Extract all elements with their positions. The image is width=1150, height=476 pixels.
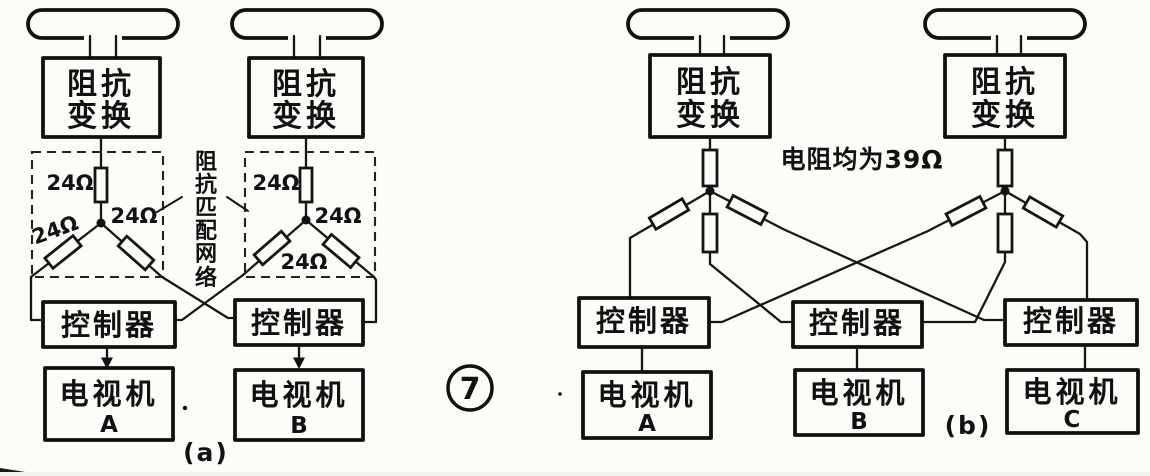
matching-char: 网 (195, 242, 217, 267)
resistor (298, 166, 314, 204)
resistor (116, 234, 156, 272)
star-network-left (628, 135, 1007, 324)
junction-node (705, 186, 715, 196)
matching-char: 配 (195, 219, 217, 244)
resistor-label: 24Ω (280, 250, 327, 274)
leader-line (156, 196, 183, 213)
tv-label: 电视机 (1022, 375, 1121, 409)
caption-b: (b) (945, 411, 992, 440)
resistor (321, 232, 361, 270)
tv-box: 电视机 B (793, 368, 925, 437)
tv-label: 电视机 (597, 378, 696, 412)
junction-node (301, 215, 311, 225)
resistor (725, 193, 769, 227)
resistor (944, 194, 988, 228)
leader-line (226, 196, 249, 212)
resistor (701, 212, 719, 254)
resistor (996, 148, 1014, 188)
tv-label: 电视机 (809, 376, 908, 410)
tv-box: 电视机 B (233, 368, 365, 442)
resistor (252, 229, 292, 267)
resistor-label: 24Ω (314, 204, 361, 228)
resistor (701, 148, 719, 188)
controller-label: 控制器 (61, 308, 157, 342)
figure-number-badge: 7 (446, 364, 494, 412)
resistor (647, 196, 691, 232)
diagram-b: 阻抗 变换 阻抗 变换 电阻均为39Ω (577, 8, 1140, 440)
controller-box: 控制器 (41, 300, 177, 349)
figure-number: 7 (460, 372, 481, 407)
folded-dipole-antenna-icon (230, 8, 384, 60)
impedance-transform-box: 阻抗 变换 (41, 56, 162, 139)
wire (361, 275, 378, 324)
matching-network-dashed-box (30, 150, 165, 279)
impedance-label-line2: 变换 (272, 99, 340, 134)
impedance-label-line2: 变换 (676, 98, 744, 133)
wiring-a (29, 273, 378, 324)
wire (708, 250, 795, 324)
impedance-transform-box: 阻抗 变换 (247, 56, 365, 139)
controller-label: 控制器 (809, 306, 905, 340)
down-arrow-icon (293, 343, 305, 369)
tv-label: 电视机 (59, 377, 158, 411)
scan-artifacts (0, 392, 1150, 476)
resistor-label: 24Ω (46, 171, 93, 195)
tv-letter: B (290, 413, 308, 439)
controller-box: 控制器 (791, 300, 924, 349)
wire (160, 275, 237, 320)
controller-label: 控制器 (596, 304, 692, 338)
wire (920, 250, 1007, 324)
impedance-label-line1: 阻抗 (676, 65, 744, 100)
matching-char: 阻 (195, 150, 217, 175)
star-network-b: 24Ω 24Ω 24Ω (241, 135, 376, 279)
controller-box: 控制器 (233, 298, 365, 347)
tv-letter: A (638, 411, 656, 437)
controller-box: 控制器 (1003, 298, 1139, 347)
folded-dipole-antenna-icon (26, 8, 180, 60)
impedance-label-line1: 阻抗 (971, 65, 1039, 100)
tv-box: 电视机 A (581, 370, 713, 440)
resistor-label: 24Ω (110, 204, 157, 228)
resistor (1021, 194, 1065, 230)
matching-char: 匹 (195, 196, 217, 221)
tv-letter: B (850, 409, 868, 435)
impedance-transform-box: 阻抗 变换 (648, 53, 772, 139)
resistor (93, 166, 109, 204)
tv-letter: A (100, 412, 118, 438)
controller-label: 控制器 (251, 306, 347, 340)
folded-dipole-antenna-icon (923, 8, 1087, 57)
wire (29, 275, 45, 322)
impedance-label-line1: 阻抗 (67, 67, 135, 102)
impedance-label-line2: 变换 (67, 99, 135, 134)
impedance-label-line1: 阻抗 (272, 67, 340, 102)
down-arrow-icon (101, 345, 113, 369)
resistor (42, 233, 84, 271)
matching-network-dashed-box (243, 150, 377, 279)
resistor-label: 24Ω (252, 171, 299, 195)
star-network-right (707, 135, 1089, 324)
impedance-label-line2: 变换 (971, 98, 1039, 133)
matching-char: 络 (195, 265, 217, 291)
tv-box: 电视机 A (43, 366, 175, 442)
tv-label: 电视机 (249, 378, 348, 412)
wire (173, 273, 245, 322)
folded-dipole-antenna-icon (626, 8, 790, 57)
junction-node (96, 218, 106, 228)
controller-label: 控制器 (1023, 304, 1119, 338)
resistor (996, 212, 1014, 254)
impedance-transform-box: 阻抗 变换 (943, 53, 1067, 139)
resistance-note: 电阻均为39Ω (780, 145, 943, 174)
diagram-a: 阻抗 变换 24Ω 24Ω 24Ω 阻抗 变换 (26, 8, 384, 467)
matching-network-label: 阻 抗 匹 配 网 络 (156, 150, 249, 291)
tv-letter: C (1064, 407, 1081, 433)
matching-char: 抗 (195, 172, 217, 198)
junction-node (1000, 186, 1010, 196)
tv-box: 电视机 C (1005, 368, 1140, 435)
star-network-a: 24Ω 24Ω 24Ω (29, 135, 164, 279)
controller-box: 控制器 (577, 296, 711, 349)
caption-a: (a) (183, 438, 229, 467)
